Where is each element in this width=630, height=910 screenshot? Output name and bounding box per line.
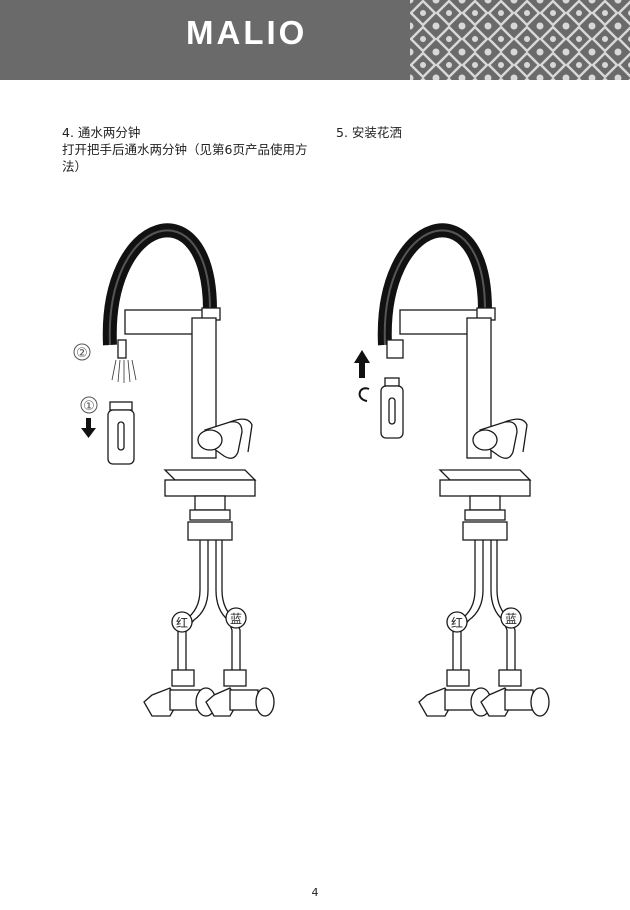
mount-plate <box>438 469 532 481</box>
rotate-icon <box>358 387 370 402</box>
step-5-faucet-illustration: 红 蓝 <box>354 223 550 717</box>
marker-2: ② <box>76 346 88 361</box>
marker-1: ① <box>83 399 95 414</box>
supply-pipe-red <box>452 540 476 670</box>
spray-head <box>380 377 404 439</box>
arrow-down-icon <box>81 418 96 438</box>
step-5-title: 5. 安装花洒 <box>336 125 402 140</box>
step-4-faucet-illustration: ② ① 红 蓝 <box>73 223 275 717</box>
step-4-text: 4. 通水两分钟 打开把手后通水两分钟（见第6页产品使用方法） <box>62 124 312 175</box>
pipe-label-red: 红 <box>176 615 188 630</box>
step-4-title: 4. 通水两分钟 <box>62 125 141 140</box>
pattern-decoration <box>410 0 630 80</box>
supply-pipe-red <box>177 540 201 670</box>
mount-plate <box>163 469 257 481</box>
pipe-label-red: 红 <box>451 615 463 630</box>
header-bar: MALIO <box>0 0 630 80</box>
step-4-body: 打开把手后通水两分钟（见第6页产品使用方法） <box>62 142 308 174</box>
step-5-text: 5. 安装花洒 <box>336 124 536 141</box>
page-number: 4 <box>311 886 319 899</box>
spray-head-detached <box>107 401 135 465</box>
brand-logo: MALIO <box>186 14 308 51</box>
pipe-label-blue: 蓝 <box>230 612 242 626</box>
spray-water <box>111 359 137 383</box>
pipe-label-blue: 蓝 <box>505 612 517 626</box>
arrow-up-icon <box>354 350 370 378</box>
